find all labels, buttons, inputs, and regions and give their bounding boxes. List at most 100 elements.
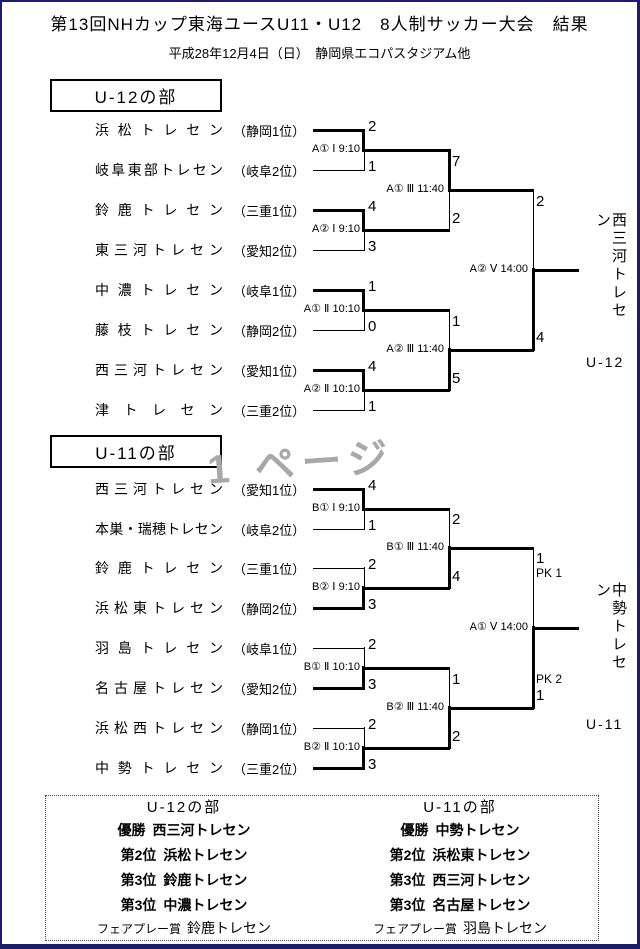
u12-champion-name: 西三河トレセン (594, 212, 627, 320)
fairplay-label: フェアプレー賞 (96, 922, 181, 936)
team-seed: （岐阜1位） (233, 283, 306, 299)
match-score: 4 (368, 198, 377, 215)
match-score: 4 (368, 477, 377, 494)
bracket-line (533, 189, 534, 270)
bracket-line (313, 128, 365, 132)
team-name: 西三河トレセン (95, 481, 223, 497)
bracket-line (449, 309, 450, 350)
bracket-line (364, 150, 365, 171)
u12-standings-column: U-12の部 優勝西三河トレセン 第2位浜松トレセン 第3位鈴鹿トレセン 第3位… (46, 796, 322, 940)
team-name: 中濃トレセン (95, 282, 223, 298)
bracket-line (362, 587, 450, 590)
team-row: 岐阜東部トレセン （岐阜2位） (95, 160, 365, 180)
team-row: 中濃トレセン （岐阜1位） (95, 280, 365, 300)
team-name: 中勢トレセン (95, 760, 223, 776)
team-seed: （愛知1位） (233, 363, 306, 379)
rank-label: 優勝 (117, 822, 146, 838)
team-row: 鈴鹿トレセン （三重1位） (95, 558, 365, 578)
bracket-line (362, 488, 365, 510)
match-score: 4 (368, 358, 377, 375)
u11-standings-column: U-11の部 優勝中勢トレセン 第2位浜松東トレセン 第3位西三河トレセン 第3… (322, 796, 598, 940)
team-name: 浜松西トレセン (95, 720, 223, 736)
pk-result: PK 1 (536, 566, 563, 580)
team-row: 浜松東トレセン （静岡2位） (95, 598, 365, 618)
bracket-line (313, 329, 365, 331)
match-label: B① Ⅰ 9:10 (312, 502, 360, 514)
bracket-line (313, 249, 365, 251)
team-seed: （三重2位） (233, 761, 306, 777)
match-score: 7 (452, 153, 461, 170)
bracket-line (362, 389, 450, 392)
bracket-line (362, 666, 365, 689)
match-score: 3 (368, 676, 377, 693)
bracket-line (364, 230, 365, 251)
event-date-venue: 平成28年12月4日（日） 静岡県エコパスタジアム他 (168, 46, 471, 61)
match-score: 2 (452, 511, 461, 528)
bracket-line (448, 707, 534, 710)
match-label: A① Ⅲ 11:40 (386, 183, 444, 195)
bracket-line (313, 288, 365, 292)
match-score: 1 (368, 278, 377, 295)
u11-standings-header: U-11の部 (423, 799, 497, 816)
team-seed: （静岡2位） (233, 323, 306, 339)
match-label: B② Ⅲ 11:40 (386, 701, 444, 713)
bracket-line (362, 667, 450, 670)
standings-row: 第3位西三河トレセン (390, 868, 531, 893)
match-score: 3 (368, 238, 377, 255)
team-row: 西三河トレセン （愛知1位） (95, 479, 365, 499)
bracket-line (448, 546, 451, 589)
final-standings-box: U-12の部 優勝西三河トレセン 第2位浜松トレセン 第3位鈴鹿トレセン 第3位… (45, 795, 599, 941)
team-seed: （三重1位） (233, 561, 306, 577)
team-seed: （愛知2位） (233, 243, 306, 259)
bracket-line (362, 309, 450, 312)
bracket-line (362, 747, 450, 750)
team-seed: （静岡1位） (233, 123, 306, 139)
bracket-line (313, 368, 365, 372)
team-name: 中勢トレセン (435, 822, 520, 838)
bracket-line (313, 606, 365, 610)
match-score: 2 (452, 728, 461, 745)
team-name: 藤枝トレセン (95, 322, 223, 338)
team-name: 浜松東トレセン (432, 847, 531, 863)
team-name: 西三河トレセン (95, 362, 223, 378)
team-name: 羽島トレセン (463, 920, 547, 936)
team-seed: （愛知2位） (233, 681, 306, 697)
u12-standings-header: U-12の部 (146, 799, 222, 816)
pk-result: PK 2 (536, 672, 563, 686)
bracket-line (313, 528, 365, 530)
bracket-line (364, 647, 365, 668)
team-row: 藤枝トレセン （静岡2位） (95, 320, 365, 340)
bracket-line (362, 289, 365, 311)
bracket-line (364, 567, 365, 588)
bracket-line (313, 567, 365, 569)
team-name: 浜松東トレセン (95, 600, 223, 616)
team-seed: （岐阜1位） (233, 641, 306, 657)
bracket-line (449, 508, 450, 548)
team-name: 名古屋トレセン (95, 680, 223, 696)
match-label: A② Ⅰ 9:10 (312, 223, 360, 235)
match-score: 3 (368, 756, 377, 773)
match-label: A② Ⅲ 11:40 (386, 343, 444, 355)
team-name: 岐阜東部トレセン (95, 162, 223, 178)
bracket-line (362, 149, 450, 152)
bracket-line (449, 191, 450, 231)
team-row: 西三河トレセン （愛知1位） (95, 360, 365, 380)
u11-section-label: U-11の部 (95, 444, 177, 463)
match-score: 1 (536, 550, 545, 567)
team-name: 鈴鹿トレセン (163, 872, 248, 888)
bracket-line (313, 647, 365, 649)
bracket-line (362, 369, 365, 391)
team-seed: （愛知1位） (233, 482, 306, 498)
team-name: 鈴鹿トレセン (187, 920, 271, 936)
team-row: 浜松トレセン （静岡1位） (95, 120, 365, 140)
standings-row: 第2位浜松東トレセン (390, 843, 531, 868)
team-name: 鈴鹿トレセン (95, 202, 223, 218)
bracket-line (364, 727, 365, 748)
match-score: 4 (452, 568, 461, 585)
bracket-line (364, 310, 365, 331)
bracket-line (364, 509, 365, 530)
team-row: 本巣・瑞穂トレセン （岐阜2位） (95, 519, 365, 539)
match-score: 3 (368, 596, 377, 613)
team-seed: （三重1位） (233, 203, 306, 219)
